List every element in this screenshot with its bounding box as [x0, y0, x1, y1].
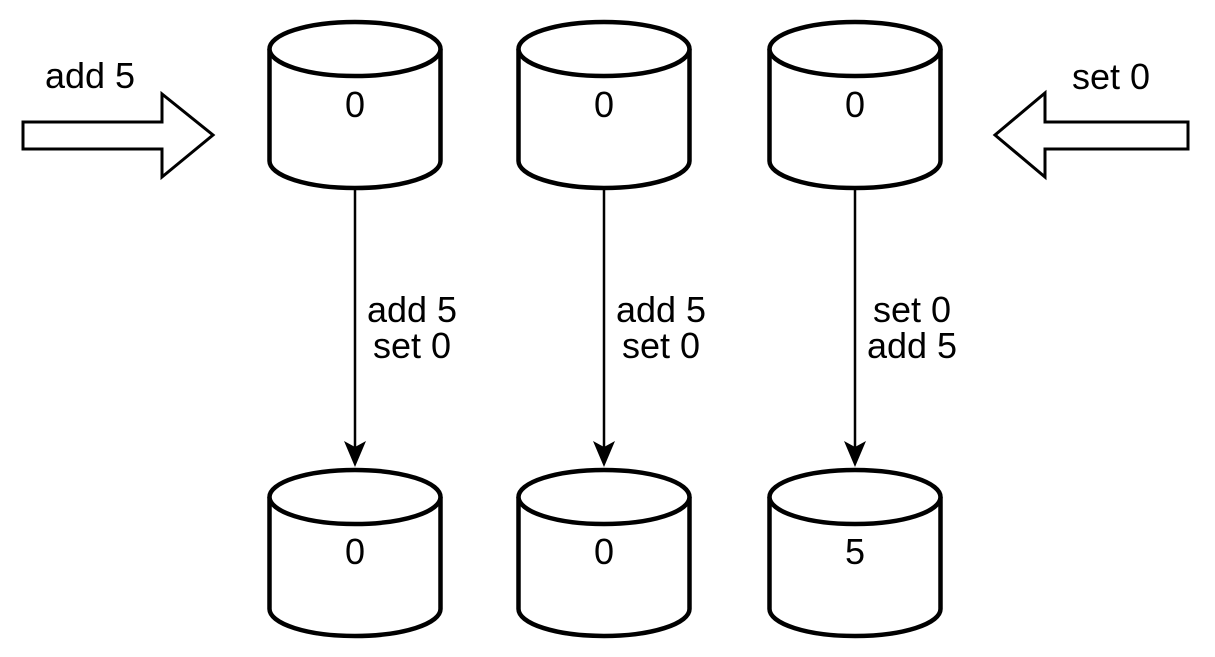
- arrow-down-icon: [593, 441, 615, 467]
- database-cylinder-top-icon: [767, 467, 943, 527]
- database-cylinder-icon: [516, 49, 692, 191]
- database-cylinder-icon: [516, 497, 692, 639]
- arrow-down-icon: [344, 441, 366, 467]
- database-initial-2: 0: [516, 19, 692, 191]
- database-cylinder-icon: [767, 49, 943, 191]
- arrow-left-icon: [992, 89, 1190, 181]
- database-final-2: 0: [516, 467, 692, 639]
- operation-label-line1: add 5: [367, 289, 457, 330]
- database-cylinder-icon: [767, 497, 943, 639]
- database-final-3: 5: [767, 467, 943, 639]
- arrow-right-icon: [21, 90, 216, 181]
- database-cylinder-top-icon: [516, 19, 692, 79]
- operation-label-line2: add 5: [867, 325, 957, 366]
- replica-column-3: 0 set 0 add 5 5: [767, 19, 957, 639]
- operation-label-line1: set 0: [873, 289, 951, 330]
- database-final-value: 0: [594, 531, 614, 572]
- database-initial-1: 0: [267, 19, 443, 191]
- incoming-write-left: add 5: [21, 55, 216, 181]
- operation-label-line2: set 0: [622, 325, 700, 366]
- replica-column-2: 0 add 5 set 0 0: [516, 19, 706, 639]
- incoming-write-right: set 0: [992, 56, 1190, 181]
- operation-label-line1: add 5: [616, 289, 706, 330]
- database-cylinder-top-icon: [767, 19, 943, 79]
- database-initial-value: 0: [845, 84, 865, 125]
- database-cylinder-icon: [267, 49, 443, 191]
- incoming-write-left-label: add 5: [45, 55, 135, 96]
- database-final-value: 0: [345, 531, 365, 572]
- database-cylinder-top-icon: [267, 467, 443, 527]
- database-cylinder-top-icon: [516, 467, 692, 527]
- database-initial-value: 0: [594, 84, 614, 125]
- database-initial-3: 0: [767, 19, 943, 191]
- database-cylinder-top-icon: [267, 19, 443, 79]
- database-final-value: 5: [845, 531, 865, 572]
- database-final-1: 0: [267, 467, 443, 639]
- arrow-down-icon: [844, 441, 866, 467]
- operation-label-line2: set 0: [373, 325, 451, 366]
- incoming-write-right-label: set 0: [1072, 56, 1150, 97]
- replica-column-1: 0 add 5 set 0 0: [267, 19, 457, 639]
- database-cylinder-icon: [267, 497, 443, 639]
- database-initial-value: 0: [345, 84, 365, 125]
